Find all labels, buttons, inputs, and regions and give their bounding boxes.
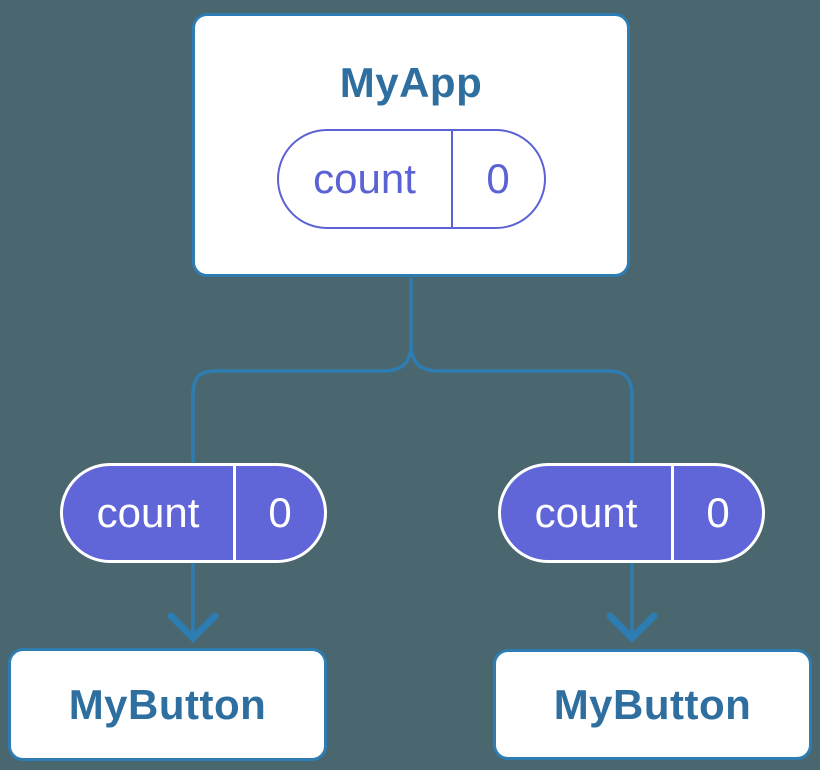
child-component-title: MyButton <box>68 680 267 728</box>
child-component-card-left: MyButton <box>8 648 327 761</box>
branch-line-right <box>409 342 634 634</box>
root-component-card: MyApp count 0 <box>192 13 630 277</box>
root-state-pill: count 0 <box>276 129 546 229</box>
state-pill-value: 0 <box>486 155 510 202</box>
state-pill-label: count <box>279 131 453 227</box>
prop-pill-right: count 0 <box>498 463 765 563</box>
prop-pill-value: 0 <box>268 489 292 536</box>
prop-pill-left: count 0 <box>60 463 327 563</box>
prop-pill-label: count <box>501 466 674 560</box>
prop-pill-label: count <box>63 466 236 560</box>
child-component-card-right: MyButton <box>493 649 812 760</box>
child-component-title: MyButton <box>553 680 752 728</box>
root-component-title: MyApp <box>339 59 483 106</box>
arrowhead-down-icon-right <box>606 612 658 643</box>
arrowhead-down-icon-left <box>167 612 219 643</box>
prop-pill-value: 0 <box>706 489 730 536</box>
branch-line-left <box>191 278 413 634</box>
